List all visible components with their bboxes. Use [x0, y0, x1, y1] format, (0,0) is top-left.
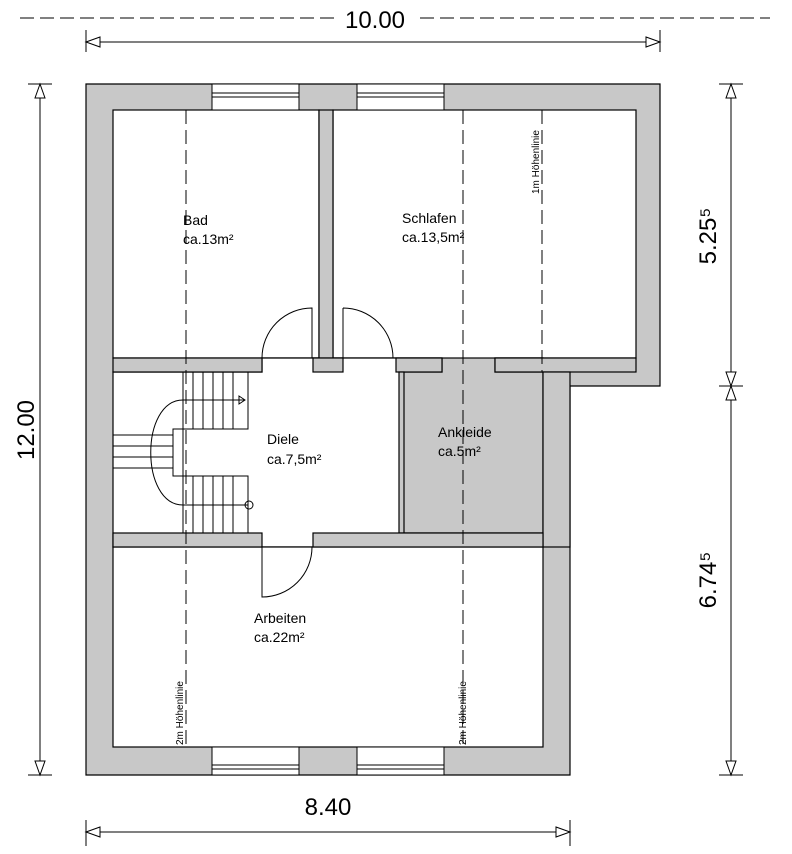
wall-upper-stub: [312, 357, 344, 373]
staircase: [113, 371, 254, 534]
room-ankleide-area: ca.5m²: [438, 443, 481, 459]
room-schlafen-name: Schlafen: [402, 210, 456, 226]
wall-bad-schlafen: [318, 109, 334, 359]
dimension-bottom: [84, 820, 572, 846]
room-schlafen-floor: [332, 109, 637, 359]
door-bad: [261, 307, 313, 359]
dimension-left-label: 12.00: [13, 400, 40, 460]
door-arbeiten: [261, 546, 313, 598]
room-bad-area: ca.13m²: [183, 231, 234, 247]
window-bottom-right: [356, 746, 445, 776]
height-line-left-label: 2m Höhenlinie: [175, 681, 186, 745]
room-arbeiten-area: ca.22m²: [254, 629, 305, 645]
room-diele-area: ca.7,5m²: [267, 451, 322, 467]
dimension-left: [28, 82, 52, 777]
dimension-top: [20, 17, 770, 52]
room-arbeiten-name: Arbeiten: [254, 610, 306, 626]
wall-lower-left: [112, 532, 263, 548]
wall-upper-far-right: [494, 357, 637, 373]
height-line-right-label: 2m Höhenlinie: [458, 681, 469, 745]
wall-lower-right: [312, 532, 544, 548]
dimension-right-upper-label: 5.25⁵: [695, 208, 722, 265]
wall-ankleide-west: [398, 371, 405, 534]
dimension-bottom-label: 8.40: [305, 794, 352, 821]
room-bad-floor: [112, 109, 320, 359]
room-ankleide-name: Ankleide: [438, 424, 492, 440]
door-schlafen: [342, 307, 394, 359]
wall-upper-right: [395, 357, 443, 373]
room-diele-name: Diele: [267, 431, 299, 447]
room-arbeiten-floor: [112, 546, 544, 748]
window-bottom-left: [211, 746, 300, 776]
dimension-top-label: 10.00: [345, 7, 405, 34]
dimension-right-lower-label: 6.74⁵: [695, 552, 722, 609]
room-bad-name: Bad: [183, 212, 208, 228]
room-schlafen-area: ca.13,5m²: [402, 229, 465, 245]
wall-upper-left: [112, 357, 263, 373]
dimension-right: [719, 82, 743, 777]
wall-east-strip: [542, 371, 571, 548]
height-line-one-meter-label: 1m Höhenlinie: [531, 130, 542, 194]
